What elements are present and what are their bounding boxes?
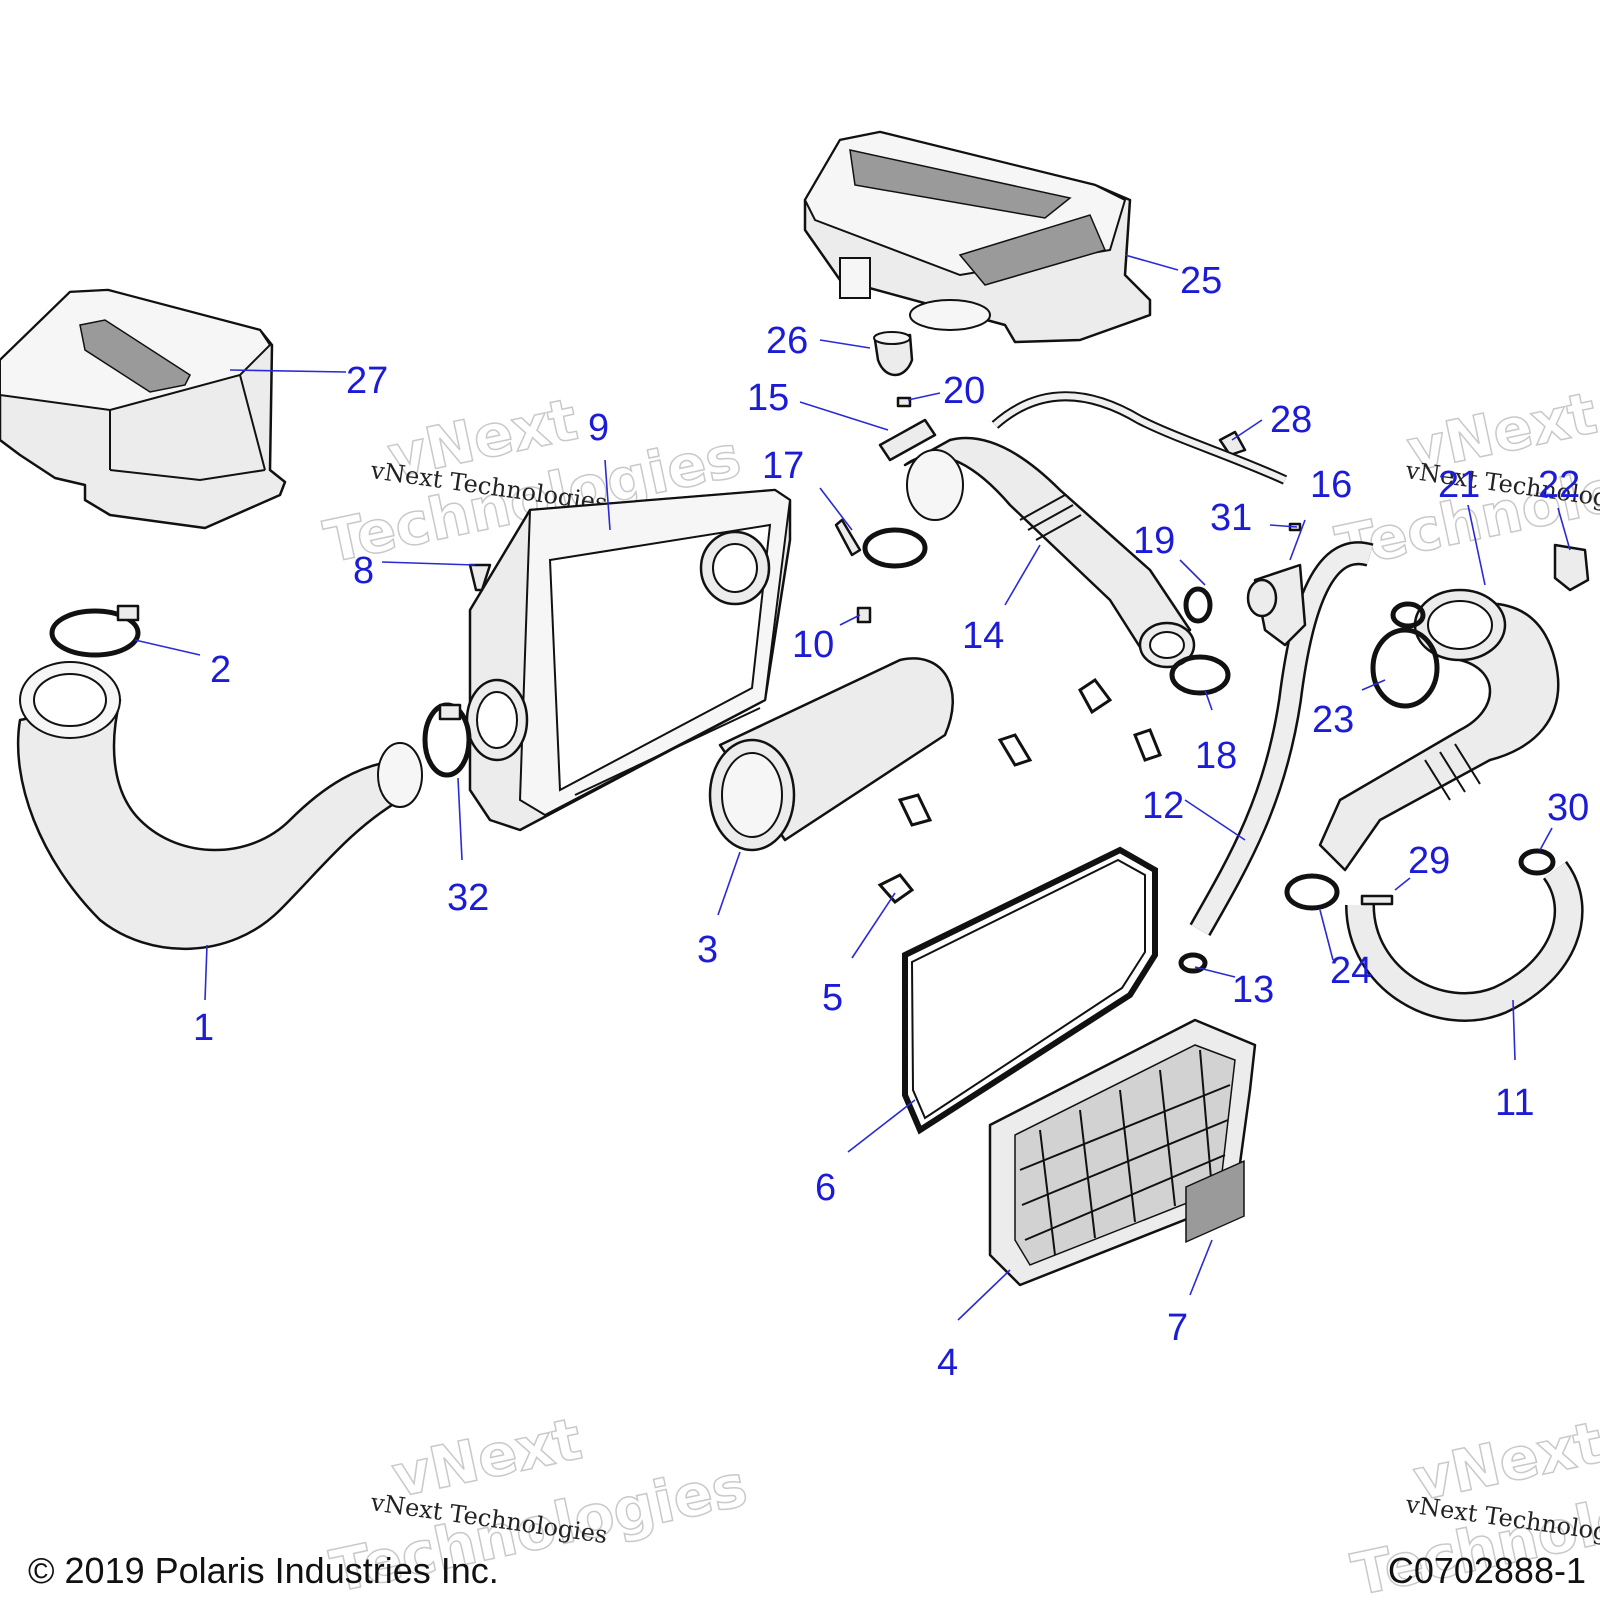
part-25-intake-cover	[803, 130, 1152, 344]
callout-7: 7	[1167, 1307, 1188, 1349]
callout-18: 18	[1195, 735, 1237, 777]
callout-24: 24	[1330, 950, 1372, 992]
callout-31: 31	[1210, 497, 1252, 539]
callout-26: 26	[766, 320, 808, 362]
callout-17: 17	[762, 445, 804, 487]
part-21-elbow-hose	[1318, 588, 1560, 872]
callout-13: 13	[1232, 969, 1274, 1011]
callout-15: 15	[747, 377, 789, 419]
callout-1: 1	[193, 1007, 214, 1049]
callout-2: 2	[210, 649, 231, 691]
drawing-number: C0702888-1	[1387, 1550, 1586, 1591]
part-9-airbox	[465, 488, 792, 832]
part-11-tube	[1345, 861, 1584, 1022]
part-2-clamp	[49, 604, 141, 658]
part-3-air-filter	[708, 657, 954, 852]
callout-25: 25	[1180, 260, 1222, 302]
part-16-fitting	[1246, 563, 1307, 647]
part-7-label	[1185, 1160, 1245, 1244]
callout-9: 9	[588, 407, 609, 449]
callout-3: 3	[697, 929, 718, 971]
callout-labels: 1 2 3 4 5 6 7 8 9 10 11 12 13 14 15 16 1…	[193, 260, 1589, 1384]
copyright-notice: © 2019 Polaris Industries Inc.	[28, 1550, 499, 1591]
part-27-intake-cover	[0, 288, 287, 530]
callout-16: 16	[1310, 464, 1352, 506]
callout-11: 11	[1495, 1082, 1534, 1124]
small-parts	[468, 331, 1590, 974]
callout-5: 5	[822, 977, 843, 1019]
part-14-boot-hose	[903, 436, 1196, 669]
callout-21: 21	[1438, 464, 1480, 506]
callout-6: 6	[815, 1167, 836, 1209]
callout-12: 12	[1142, 785, 1184, 827]
callout-23: 23	[1312, 699, 1354, 741]
part-12-hose	[1189, 541, 1374, 936]
callout-19: 19	[1133, 520, 1175, 562]
callout-4: 4	[937, 1342, 958, 1384]
callout-30: 30	[1547, 787, 1589, 829]
part-32-clamp	[422, 702, 472, 778]
callout-28: 28	[1270, 399, 1312, 441]
callout-29: 29	[1408, 840, 1450, 882]
callout-14: 14	[962, 615, 1004, 657]
callout-22: 22	[1538, 464, 1580, 506]
part-4-airbox-cover	[988, 1018, 1257, 1287]
callout-8: 8	[353, 550, 374, 592]
part-1-intake-duct	[16, 661, 423, 951]
callout-27: 27	[346, 360, 388, 402]
part-6-gasket	[902, 846, 1158, 1135]
callout-10: 10	[792, 624, 834, 666]
callout-20: 20	[943, 370, 985, 412]
callout-32: 32	[447, 877, 489, 919]
leader-lines	[134, 254, 1571, 1321]
